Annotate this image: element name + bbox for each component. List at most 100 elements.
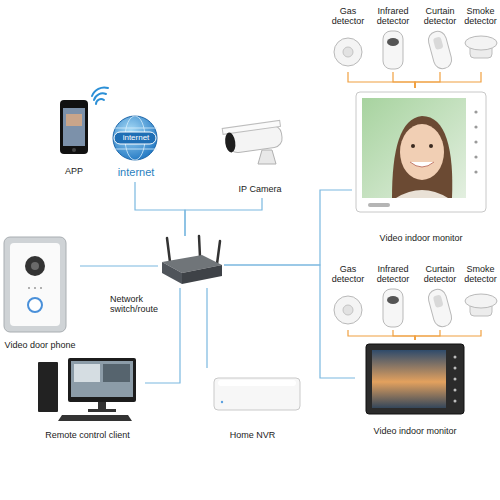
device-label: Gas detector: [328, 6, 368, 27]
device-node: Video door phone: [0, 235, 80, 353]
sensor-wire: [415, 330, 481, 340]
door-phone-lens: [31, 262, 39, 270]
device-node: Video indoor monitor: [355, 340, 475, 440]
pc-base: [88, 409, 116, 412]
device-node: APP: [48, 96, 100, 178]
sensor-wire: [348, 330, 415, 340]
sensor-wire: [415, 330, 440, 340]
device-label: APP: [48, 166, 100, 176]
phone-body: [60, 100, 88, 154]
face: [400, 124, 444, 180]
eye: [429, 144, 433, 148]
infrared-lens: [387, 38, 399, 46]
pc-tower: [38, 362, 58, 412]
speaker-hole: [28, 287, 30, 289]
pc-keyboard: [58, 415, 132, 421]
router-side: [162, 262, 182, 284]
device-node: Curtain detector: [419, 262, 461, 330]
device-label: Network switch/route: [110, 294, 172, 315]
device-node: IP Camera: [215, 112, 305, 198]
computer-icon: [38, 358, 136, 421]
network-cable: [135, 182, 185, 236]
globe-parallel: [113, 149, 157, 150]
monitor-screen: [372, 350, 446, 408]
smartphone-icon: [60, 100, 88, 154]
device-node: Network switch/route: [158, 236, 224, 288]
door-phone-button: [28, 298, 42, 312]
device-label: Infrared detector: [373, 264, 413, 285]
monitor-frame: [366, 344, 464, 414]
device-label: Remote control client: [30, 430, 145, 440]
monitor-button: [474, 155, 477, 158]
gas-detector-icon: [334, 38, 362, 66]
pc-monitor: [68, 358, 136, 402]
nvr-body: [214, 378, 300, 410]
monitor-button: [474, 110, 477, 113]
nvr-icon: [214, 378, 300, 410]
device-node: internetinternet: [108, 112, 164, 182]
indoor-monitor-icon: [356, 92, 486, 212]
wifi-arc: [92, 87, 108, 96]
antenna: [167, 238, 170, 262]
device-label: IP Camera: [215, 184, 305, 194]
device-label: Video indoor monitor: [352, 233, 490, 243]
camera-lens: [224, 132, 237, 153]
indoor-monitor-icon: [366, 344, 464, 414]
pc-window: [103, 364, 130, 382]
network-cable: [206, 288, 207, 368]
detector-icons: [334, 287, 497, 328]
antenna: [199, 236, 200, 257]
device-label: Curtain detector: [419, 6, 461, 27]
nvr-led: [221, 401, 223, 403]
device-node: Smoke detector: [461, 262, 500, 330]
gas-detector-sensor: [343, 47, 353, 57]
device-label: internet: [108, 133, 164, 142]
monitor-button: [474, 125, 477, 128]
wifi-arc: [94, 93, 106, 100]
camera-body-group: [222, 120, 283, 154]
device-node: Curtain detector: [419, 4, 461, 72]
monitor-button: [454, 378, 457, 381]
device-node: Remote control client: [30, 355, 145, 443]
globe-parallel: [113, 128, 157, 129]
speaker-hole: [40, 287, 42, 289]
brand-mark: [368, 203, 390, 207]
smoke-detector-icon: [465, 36, 497, 50]
door-phone-camera: [25, 256, 45, 276]
camera-sunshield: [222, 120, 280, 134]
smile: [410, 162, 434, 167]
shoulders: [396, 190, 448, 198]
network-cable: [145, 288, 180, 383]
ip-camera-icon: [222, 120, 283, 164]
monitor-button: [454, 356, 457, 359]
sensor-wire: [415, 72, 440, 88]
curtain-detector-icon: [426, 29, 453, 70]
network-cable: [80, 265, 158, 266]
door-phone-icon: [4, 237, 66, 332]
device-label: Video door phone: [0, 340, 80, 350]
phone-button: [72, 148, 76, 152]
device-label: Smoke detector: [461, 264, 500, 285]
device-node: Gas detector: [328, 4, 368, 72]
sensor-wire: [393, 330, 415, 340]
device-label: Gas detector: [328, 264, 368, 285]
network-cable: [185, 198, 262, 236]
wifi-arc: [96, 99, 104, 104]
wifi-symbol: [92, 87, 108, 104]
device-label: Smoke detector: [461, 6, 500, 27]
device-node: Gas detector: [328, 262, 368, 330]
detector-icons: [334, 29, 497, 70]
curtain-detector-lens: [433, 36, 444, 50]
phone-picture: [66, 114, 82, 126]
device-node: Home NVR: [200, 368, 305, 443]
pc-stand: [98, 402, 106, 410]
device-node: Infrared detector: [373, 262, 413, 330]
network-cable: [224, 190, 352, 265]
monitor-button: [454, 367, 457, 370]
curtain-detector-body: [426, 29, 453, 70]
monitor-screen: [362, 98, 466, 198]
sensor-wire: [348, 72, 415, 88]
